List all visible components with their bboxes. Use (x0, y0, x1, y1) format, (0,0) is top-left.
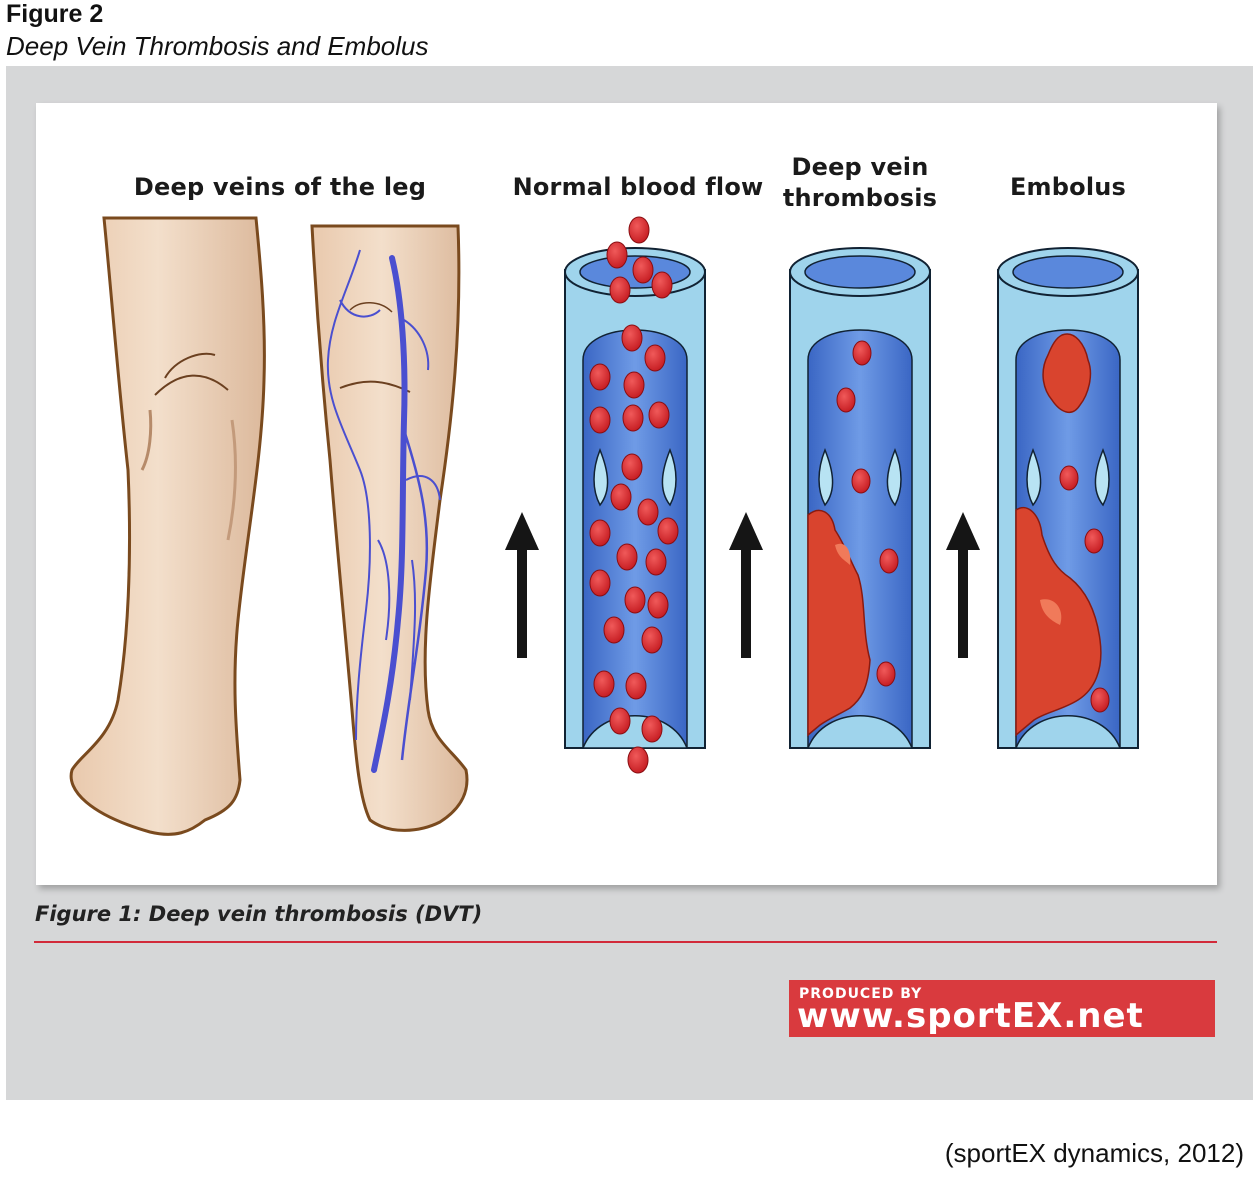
left-leg (71, 218, 264, 834)
producer-logo: PRODUCED BY www.sportEX.net (789, 980, 1215, 1037)
flow-arrow-2 (729, 512, 763, 658)
caption-rule (34, 941, 1217, 943)
right-leg (312, 226, 467, 830)
flow-arrow-3 (946, 512, 980, 658)
producer-url: www.sportEX.net (797, 996, 1144, 1036)
citation: (sportEX dynamics, 2012) (945, 1138, 1244, 1169)
vessel-embolus (998, 248, 1138, 748)
figure-caption: Figure 1: Deep vein thrombosis (DVT) (35, 902, 482, 926)
vessel-dvt (790, 248, 930, 748)
flow-arrow-1 (505, 512, 539, 658)
